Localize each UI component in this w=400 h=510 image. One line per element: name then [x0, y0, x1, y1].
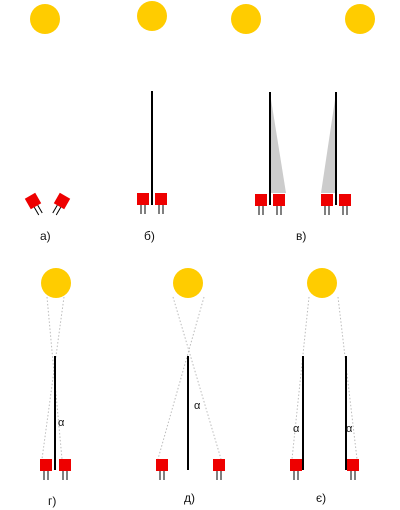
light-ray — [41, 296, 65, 460]
sensor-body — [273, 194, 285, 206]
panel-g: α г) — [40, 268, 71, 508]
sensor-body — [137, 193, 149, 205]
sensor-body — [290, 459, 302, 471]
shadow-area — [270, 93, 286, 193]
sun-icon — [345, 4, 375, 34]
panel-caption-v: в) — [296, 229, 306, 243]
sensor-body — [59, 459, 71, 471]
sun-icon — [307, 268, 337, 298]
sensor-body — [321, 194, 333, 206]
panel-b: б) — [137, 1, 167, 243]
sensor-body — [53, 192, 71, 210]
panel-a: а) — [24, 4, 71, 243]
panel-d: α д) — [156, 268, 225, 505]
sensor-body — [155, 193, 167, 205]
panel-caption-d: д) — [184, 491, 195, 505]
light-ray — [337, 296, 358, 460]
panel-caption-b: б) — [144, 229, 155, 243]
panel-caption-e: є) — [316, 491, 326, 505]
panel-caption-a: а) — [40, 229, 51, 243]
sensor-body — [255, 194, 267, 206]
sensor-body — [339, 194, 351, 206]
sensor-pin — [52, 204, 58, 214]
sun-icon — [41, 268, 71, 298]
sun-icon — [30, 4, 60, 34]
sensor-body — [40, 459, 52, 471]
panel-e: α α є) — [290, 268, 359, 505]
angle-label: α — [346, 423, 353, 435]
sensor-body — [156, 459, 168, 471]
angle-label: α — [58, 417, 65, 429]
sensor-body — [213, 459, 225, 471]
angle-label: α — [194, 400, 201, 412]
sensor-body — [24, 192, 42, 210]
light-ray — [157, 296, 205, 460]
sun-icon — [173, 268, 203, 298]
sun-icon — [231, 4, 261, 34]
sensor-right-tilted — [52, 192, 71, 216]
panel-v: в) — [231, 4, 375, 243]
sensor-pin — [33, 206, 40, 216]
light-ray — [291, 296, 310, 460]
sensor-pin — [55, 206, 62, 216]
angle-label: α — [293, 423, 300, 435]
sensor-body — [347, 459, 359, 471]
light-ray — [172, 296, 222, 460]
panel-caption-g: г) — [48, 494, 56, 508]
sensor-pin — [37, 204, 43, 214]
sensor-left-tilted — [24, 192, 43, 216]
shadow-area — [321, 93, 336, 193]
sun-icon — [137, 1, 167, 31]
